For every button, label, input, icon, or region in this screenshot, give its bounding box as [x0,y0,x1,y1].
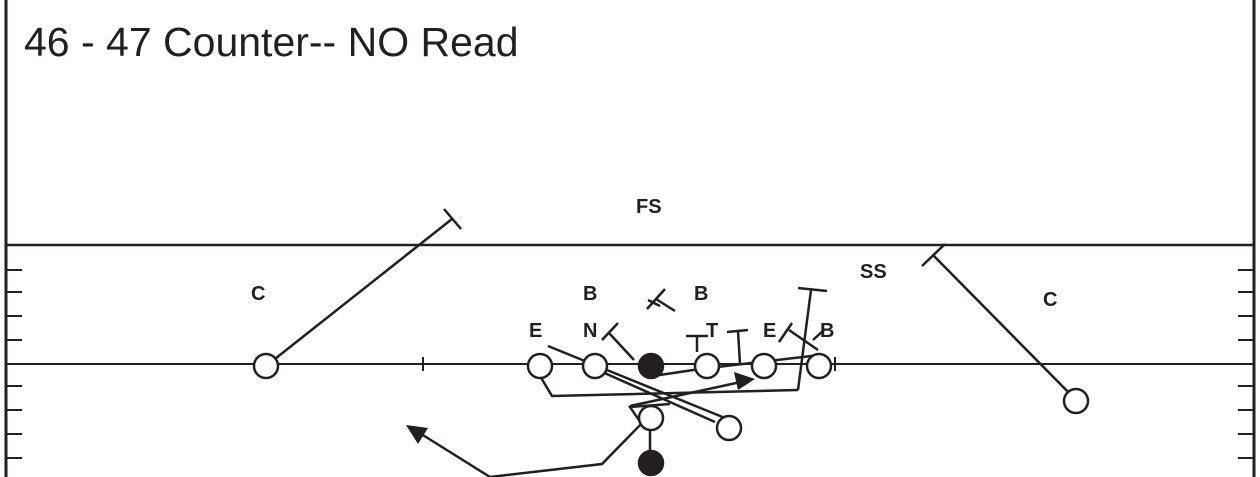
label-corner-left: C [251,283,265,305]
offense [252,352,1090,477]
hash-marks-left [6,269,22,459]
pulling-guard-path [538,375,799,398]
running-back-path [406,417,648,477]
player-left-guard [581,352,609,380]
label-strong-safety: SS [860,261,887,283]
player-left-tackle [526,352,554,380]
player-right-tackle [750,352,778,380]
block-paths [601,286,828,391]
label-corner-right: C [1043,289,1057,311]
label-tackle: T [706,320,718,342]
player-fullback [637,449,665,477]
label-backer-left: B [583,283,597,305]
player-right-guard [693,352,721,380]
player-wingback [715,414,743,442]
player-flanker [1062,387,1090,415]
nose-crossing-path [599,369,716,424]
label-nose: N [583,320,597,342]
player-split-end [252,352,280,380]
hash-marks-right [1238,269,1254,459]
player-tight-end [805,352,833,380]
player-quarterback [637,404,665,432]
route-left-receiver [265,208,462,367]
label-backer-mid: B [694,283,708,305]
label-free-safety: FS [636,196,662,218]
route-right-receiver [921,243,1077,401]
label-end-right: E [763,320,776,342]
diagram-frame [4,0,1256,477]
player-center [637,352,665,380]
play-title: 46 - 47 Counter-- NO Read [24,19,519,65]
end-crossing-path [547,344,726,420]
label-end-left: E [529,320,542,342]
label-backer-right: B [820,320,834,342]
